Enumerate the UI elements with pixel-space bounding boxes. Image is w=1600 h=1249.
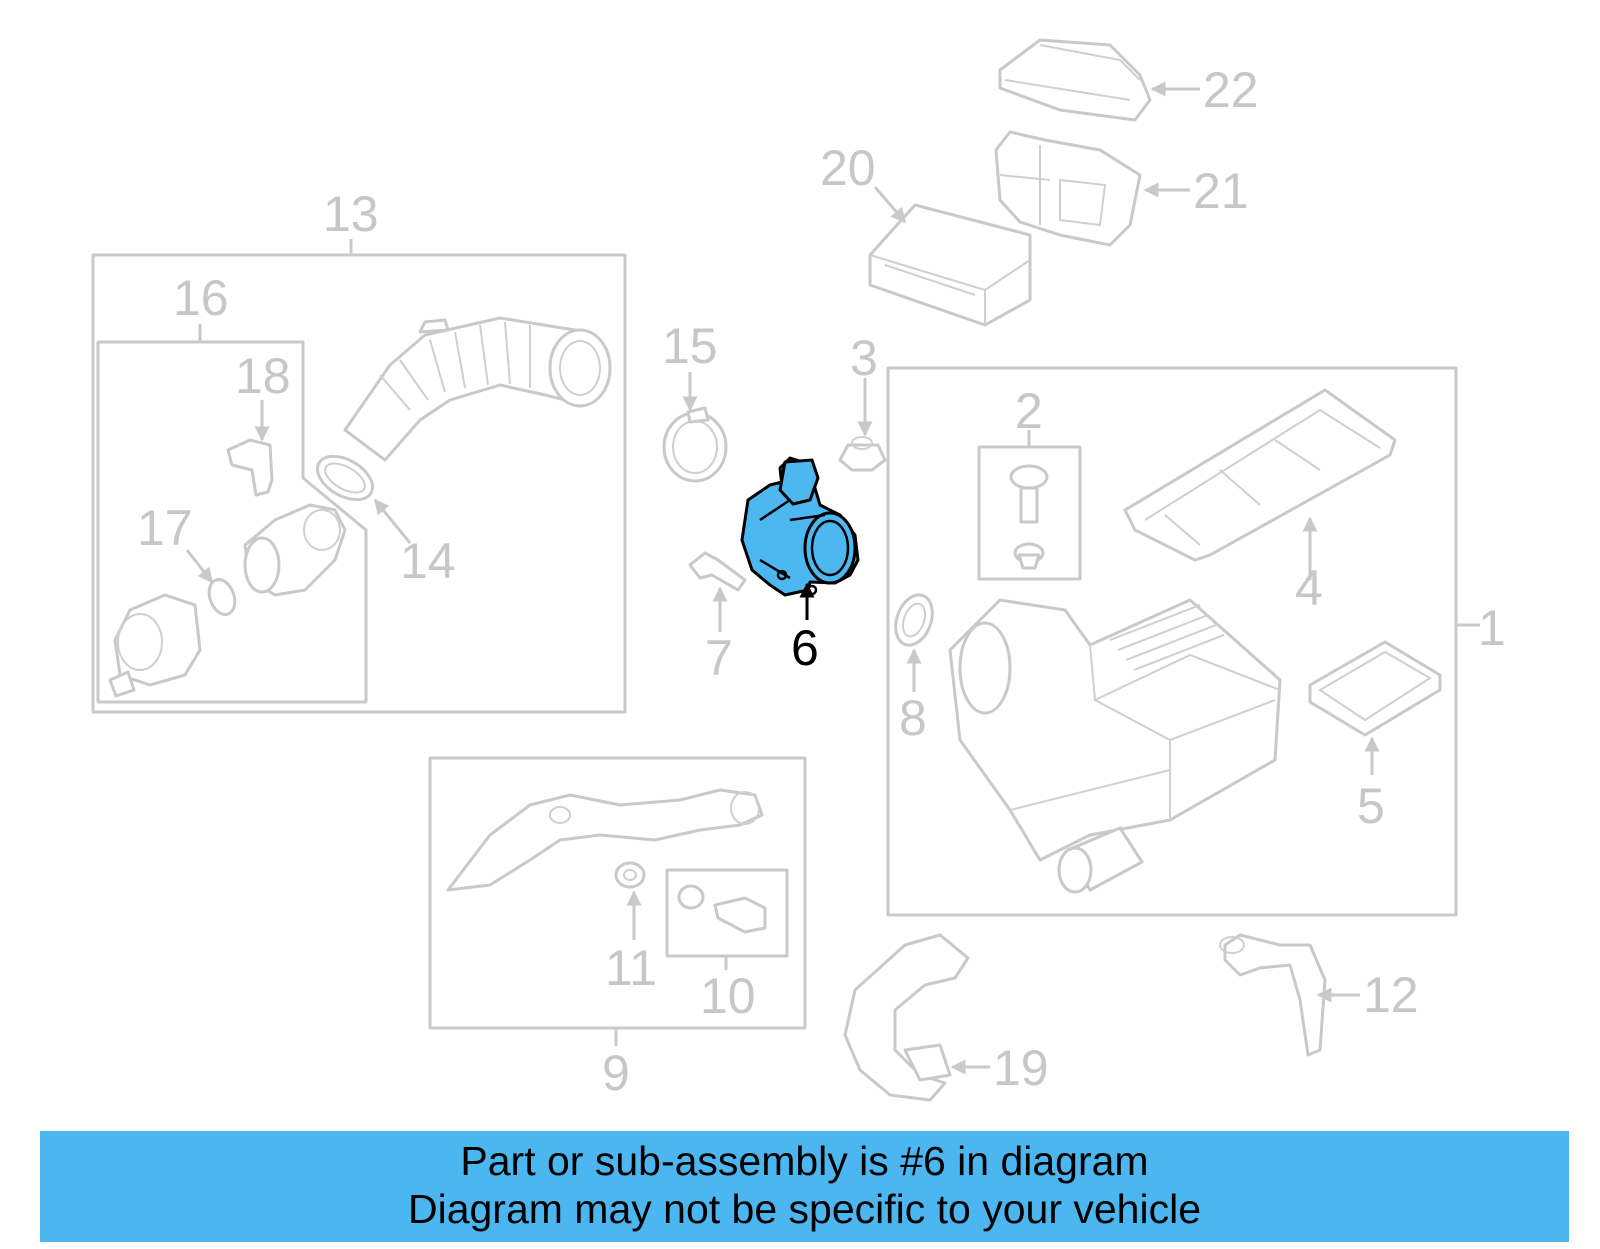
callout-20: 20 [820, 140, 876, 196]
part-12-pipe [1219, 933, 1327, 1057]
part-10-bolts [677, 884, 767, 934]
callout-18: 18 [235, 348, 291, 404]
callout-2: 2 [1015, 383, 1043, 439]
callout-12: 12 [1363, 967, 1419, 1023]
callout-16: 16 [173, 270, 229, 326]
group-box-13 [91, 253, 627, 714]
part-7-bolt [688, 551, 747, 592]
part-4-upper-cover [1123, 388, 1397, 562]
part-19-hose [843, 933, 970, 1102]
callout-1: 1 [1478, 600, 1506, 656]
part-1-air-box [948, 598, 1282, 894]
callout-4: 4 [1295, 560, 1323, 616]
part-15-clamp [662, 406, 728, 483]
banner-part-line: Part or sub-assembly is #6 in diagram [460, 1138, 1149, 1184]
part-14-clamp [316, 454, 374, 502]
callout-7: 7 [705, 630, 733, 686]
group-box-16 [96, 340, 368, 704]
part-11-grommet [614, 861, 646, 889]
callout-3: 3 [850, 330, 878, 386]
part-2-bolt [1009, 464, 1049, 570]
part-17-seal [207, 578, 237, 616]
part-22-cover [998, 38, 1152, 122]
part-9-duct [446, 788, 764, 892]
callout-9: 9 [602, 1045, 630, 1101]
part-18-sensor [226, 438, 274, 497]
callout-6: 6 [791, 620, 819, 676]
parts-diagram: 22 21 20 13 16 18 15 3 2 14 17 4 1 6 7 8… [91, 38, 1506, 1102]
part-8-seal [894, 593, 934, 647]
callout-13: 13 [323, 186, 379, 242]
group-box-1 [886, 366, 1458, 917]
callout-19: 19 [993, 1040, 1049, 1096]
info-banner: Part or sub-assembly is #6 in diagram Di… [40, 1131, 1569, 1242]
banner-disclaimer-line: Diagram may not be specific to your vehi… [407, 1186, 1201, 1232]
callout-14: 14 [400, 533, 456, 589]
part-13-hose [343, 316, 612, 462]
callout-17: 17 [137, 500, 193, 556]
callout-15: 15 [662, 318, 718, 374]
part-16-valve [108, 593, 202, 698]
part-6-mass-air-flow-sensor [740, 456, 860, 597]
part-5-filter [1308, 640, 1442, 737]
callout-8: 8 [899, 690, 927, 746]
part-16-adapter [243, 503, 347, 597]
callout-22: 22 [1203, 62, 1259, 118]
part-20-duct [868, 203, 1032, 327]
part-21-housing [994, 130, 1142, 247]
part-3-grommet [838, 436, 887, 472]
callout-21: 21 [1193, 163, 1249, 219]
callout-11: 11 [605, 940, 657, 996]
callout-5: 5 [1357, 778, 1385, 834]
callout-10: 10 [700, 968, 756, 1024]
